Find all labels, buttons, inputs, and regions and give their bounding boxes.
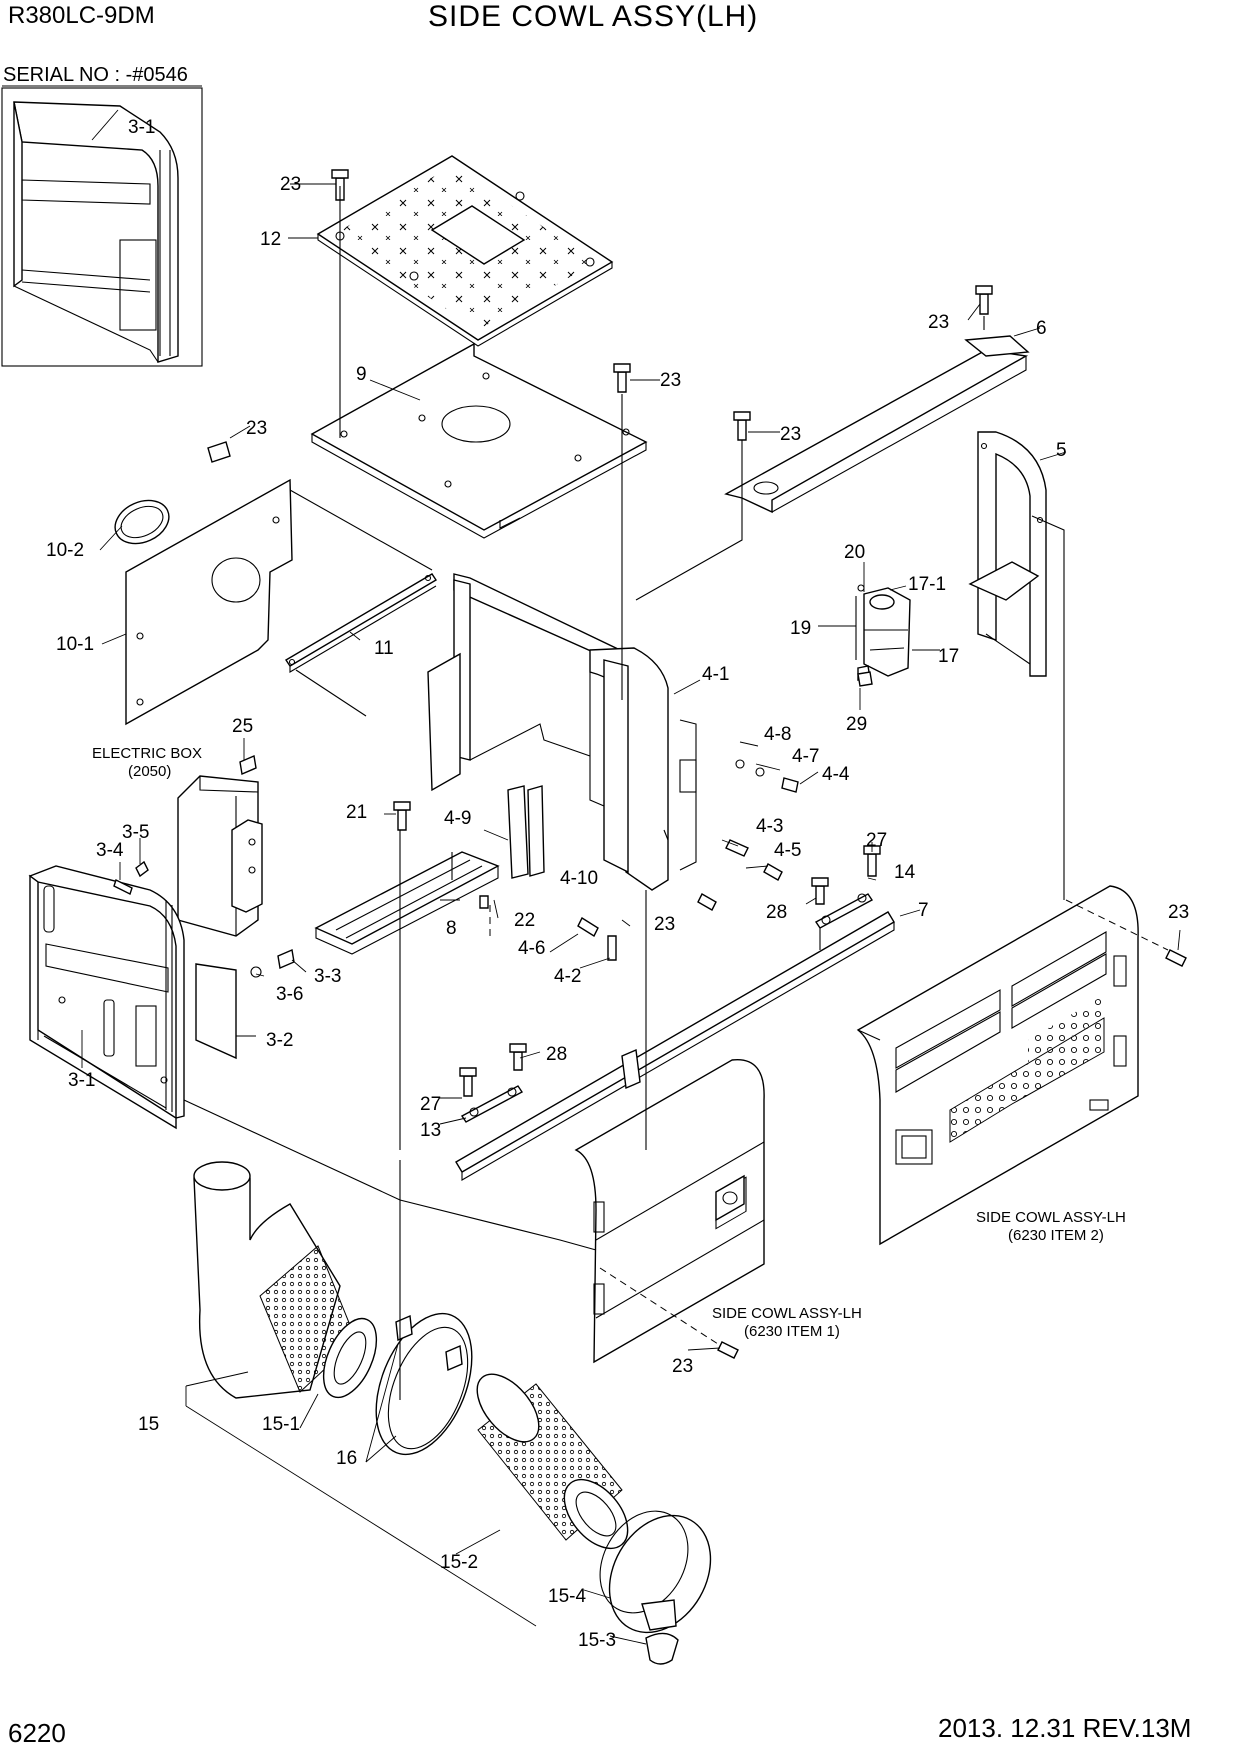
callout-10-2: 10-2: [46, 540, 84, 561]
callout-3-6: 3-6: [276, 984, 303, 1005]
part-15-3-valve: [645, 1632, 679, 1665]
part-3-2-plate: [195, 963, 237, 1060]
callout-27-b: 27: [420, 1094, 441, 1115]
callout-23-f: 23: [654, 914, 675, 935]
callout-21: 21: [346, 802, 367, 823]
note-cowl-item1-2: (6230 ITEM 1): [744, 1323, 840, 1340]
callout-4-3: 4-3: [756, 816, 783, 837]
part-10-side-panel: [114, 478, 293, 726]
bolts-and-fasteners: [113, 169, 1187, 1359]
callout-15-2: 15-2: [440, 1552, 478, 1573]
callout-5: 5: [1056, 440, 1067, 461]
callout-10-1: 10-1: [56, 634, 94, 655]
callout-4-5: 4-5: [774, 840, 801, 861]
callout-19: 19: [790, 618, 811, 639]
callout-3-5: 3-5: [122, 822, 149, 843]
callout-8: 8: [446, 918, 457, 939]
callout-9: 9: [356, 364, 367, 385]
note-electric-box-2: (2050): [128, 763, 171, 780]
callout-25: 25: [232, 716, 253, 737]
leader-lines: [81, 183, 1181, 1645]
side-cowl-item-2: [856, 885, 1139, 1246]
note-cowl-item2-1: SIDE COWL ASSY-LH: [976, 1209, 1126, 1226]
callout-17: 17: [938, 646, 959, 667]
page-number: 6220: [8, 1718, 66, 1748]
part-12-top-cover: [316, 155, 614, 347]
part-15-2-filter: [476, 1373, 629, 1550]
part-4-1-frame: [427, 573, 697, 891]
model-name: R380LC-9DM: [8, 2, 155, 29]
callout-7: 7: [918, 900, 929, 921]
callout-23-h: 23: [672, 1356, 693, 1377]
callout-4-7: 4-7: [792, 746, 819, 767]
part-5-bracket: [968, 431, 1047, 677]
callout-23-d: 23: [246, 418, 267, 439]
callout-3-1: 3-1: [68, 1070, 95, 1091]
part-8-tray: [314, 851, 500, 955]
callout-13: 13: [420, 1120, 441, 1141]
callout-3-2: 3-2: [266, 1030, 293, 1051]
callout-28-a: 28: [766, 902, 787, 923]
inset-frame-3-1: [1, 87, 203, 367]
part-4-9-clip: [507, 785, 545, 879]
callout-12: 12: [260, 229, 281, 250]
side-cowl-door-item-1: [574, 1059, 765, 1364]
callout-28-b: 28: [546, 1044, 567, 1065]
callout-3-3: 3-3: [314, 966, 341, 987]
part-14-strap: [814, 893, 874, 929]
callout-4-2: 4-2: [554, 966, 581, 987]
part-16-clamp: [375, 1312, 473, 1456]
page-title: SIDE COWL ASSY(LH): [428, 0, 759, 33]
callout-15-1: 15-1: [262, 1414, 300, 1435]
callout-inset-3-1: 3-1: [128, 117, 155, 138]
callout-4-10: 4-10: [560, 868, 598, 889]
callout-labels: 3-1 23 12 9 23 23 23 10-2 10-1 11 23 6 5…: [46, 117, 1189, 1651]
note-cowl-item2-2: (6230 ITEM 2): [1008, 1227, 1104, 1244]
callout-23-b: 23: [660, 370, 681, 391]
callout-15-4: 15-4: [548, 1586, 586, 1607]
part-17-washer-tank: [855, 584, 911, 681]
callout-22: 22: [514, 910, 535, 931]
callout-20: 20: [844, 542, 865, 563]
note-cowl-item1-1: SIDE COWL ASSY-LH: [712, 1305, 862, 1322]
callout-17-1: 17-1: [908, 574, 946, 595]
note-electric-box-1: ELECTRIC BOX: [92, 745, 202, 762]
part-7-long-bar: [455, 911, 895, 1181]
electric-box: [177, 775, 263, 937]
callout-16: 16: [336, 1448, 357, 1469]
callout-11: 11: [374, 638, 394, 659]
callout-15-3: 15-3: [578, 1630, 616, 1651]
callout-3-4: 3-4: [96, 840, 124, 861]
callout-4-8: 4-8: [764, 724, 791, 745]
callout-23-a: 23: [280, 174, 301, 195]
part-13-strap: [460, 1085, 524, 1123]
callout-29: 29: [846, 714, 867, 735]
part-15-air-cleaner: [193, 1161, 378, 1399]
callout-14: 14: [894, 862, 916, 883]
revision-date: 2013. 12.31 REV.13M: [938, 1713, 1192, 1743]
callout-27-a: 27: [866, 830, 887, 851]
part-15-4-cap: [599, 1510, 712, 1634]
part-11-bar: [285, 573, 437, 673]
part-3-1-door-frame: [28, 865, 185, 1130]
serial-number: SERIAL NO : -#0546: [3, 64, 188, 86]
callout-23-e: 23: [928, 312, 949, 333]
callout-15: 15: [138, 1414, 159, 1435]
callout-23-c: 23: [780, 424, 801, 445]
callout-4-6: 4-6: [518, 938, 545, 959]
callout-4-9: 4-9: [444, 808, 471, 829]
callout-4-1: 4-1: [702, 664, 729, 685]
callout-6: 6: [1036, 318, 1047, 339]
callout-23-g: 23: [1168, 902, 1189, 923]
callout-4-4: 4-4: [822, 764, 850, 785]
